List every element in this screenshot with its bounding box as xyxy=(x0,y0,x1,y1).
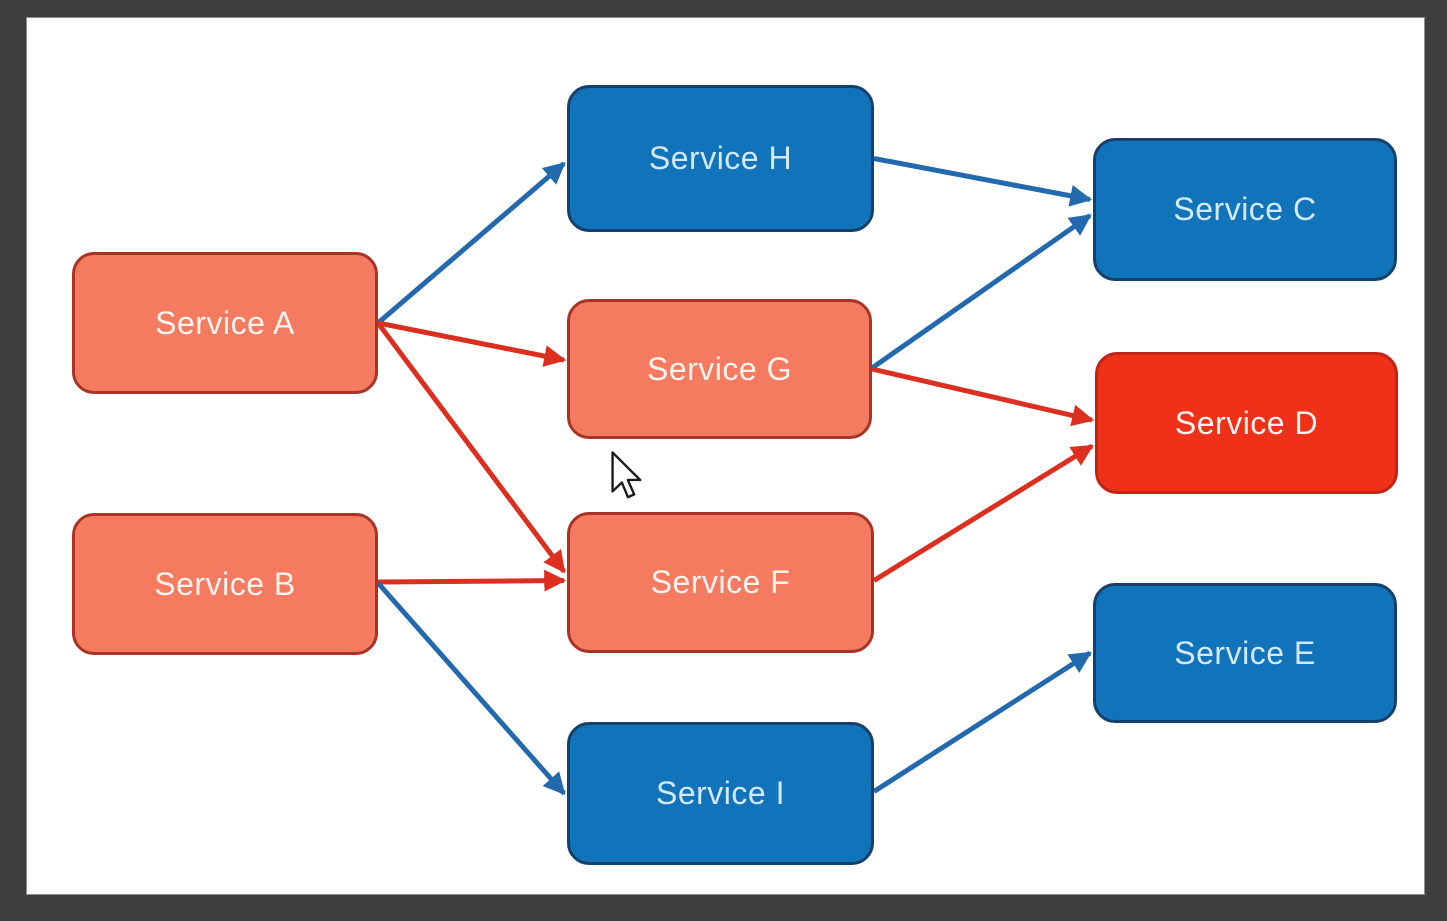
node-label: Service D xyxy=(1174,404,1319,441)
node-label: Service C xyxy=(1173,191,1317,227)
node-label: Service B xyxy=(154,565,296,602)
node-service-e: Service E xyxy=(1093,583,1397,723)
node-service-c: Service C xyxy=(1093,138,1397,281)
node-service-g: Service G xyxy=(567,299,872,439)
node-service-a: Service A xyxy=(72,252,378,394)
node-service-h: Service H xyxy=(567,85,874,232)
node-label: Service A xyxy=(155,304,295,341)
node-label: Service H xyxy=(648,140,793,176)
node-service-f: Service F xyxy=(567,512,874,653)
node-label: Service I xyxy=(656,775,785,811)
node-service-b: Service B xyxy=(72,513,378,655)
node-label: Service E xyxy=(1174,634,1316,671)
node-label: Service G xyxy=(647,350,792,387)
node-service-i: Service I xyxy=(567,722,874,865)
node-label: Service F xyxy=(650,564,791,600)
node-service-d: Service D xyxy=(1095,352,1398,494)
